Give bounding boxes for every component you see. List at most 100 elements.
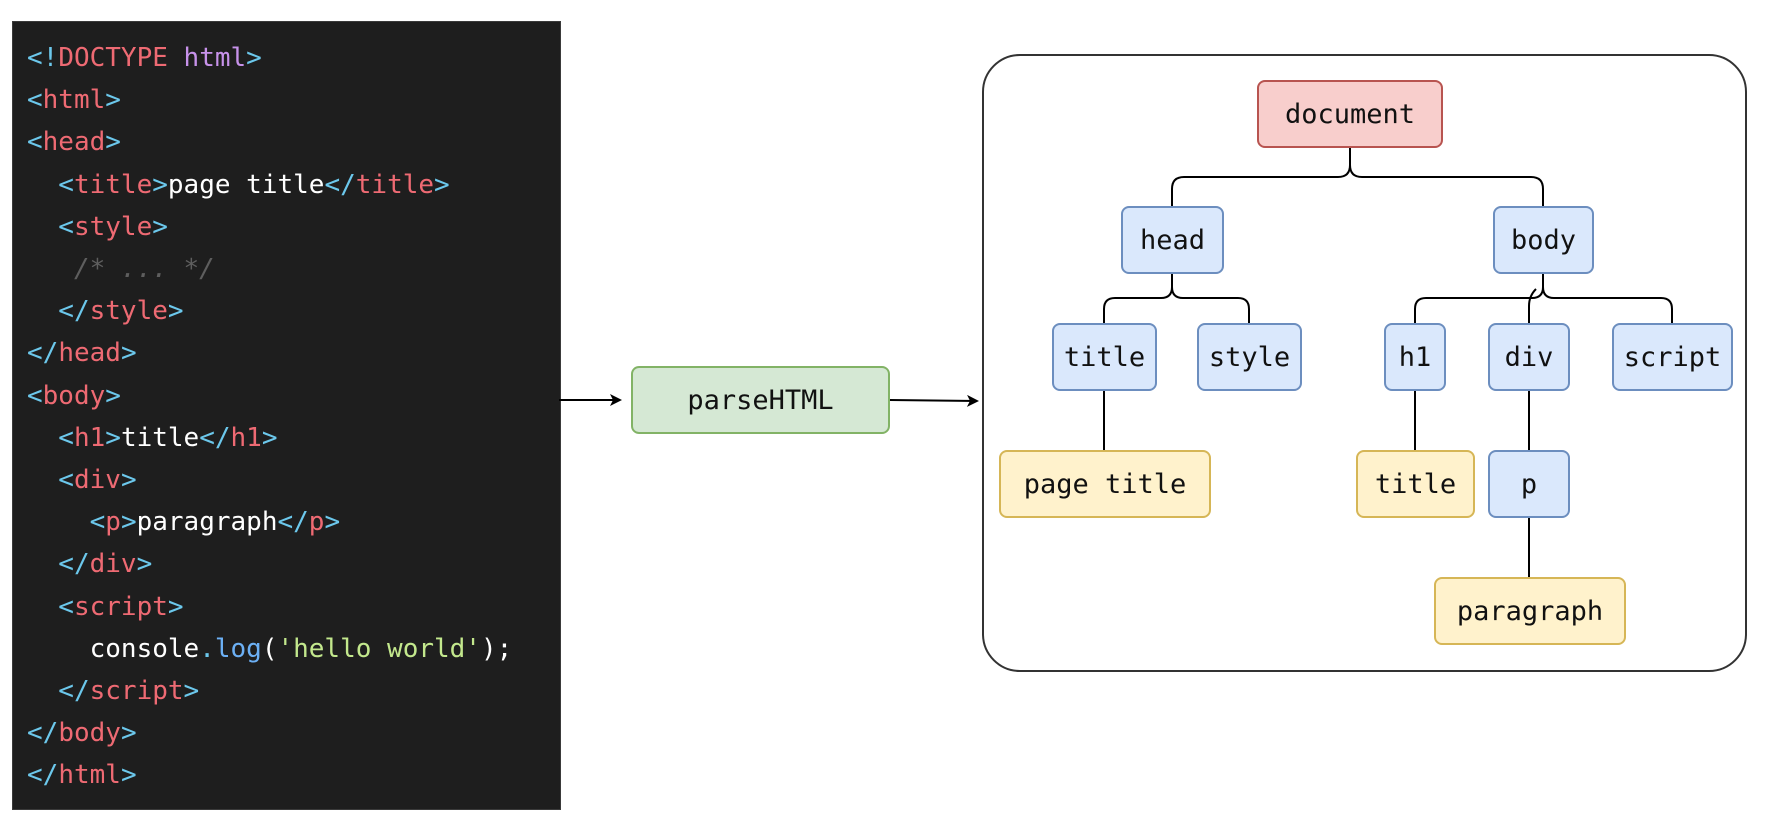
code-line: </script>: [27, 670, 199, 712]
code-token: 'hello world': [277, 633, 481, 664]
code-token: >: [324, 507, 341, 538]
code-token: </: [27, 718, 59, 749]
code-token: >: [246, 43, 262, 73]
dom-tree-container: [982, 54, 1747, 672]
edge-head-children: [1103, 274, 1250, 323]
code-token: paragraph: [136, 507, 278, 538]
code-token: >: [136, 549, 153, 580]
code-token: </: [27, 760, 59, 791]
code-token: >: [120, 760, 137, 791]
code-token: h1: [230, 422, 262, 453]
code-line: <script>: [27, 586, 184, 628]
code-line: <body>: [27, 375, 121, 417]
code-token: body: [42, 380, 106, 411]
code-token: >: [183, 676, 200, 706]
code-token: >: [261, 422, 278, 453]
code-token: page title: [167, 169, 325, 200]
code-token: >: [105, 422, 121, 453]
code-line: <div>: [27, 459, 137, 501]
node-h1-title-text: title: [1356, 450, 1475, 518]
code-token: >: [120, 507, 137, 538]
code-token: <: [27, 380, 43, 411]
code-token: <: [27, 211, 74, 242]
code-token: <: [27, 465, 74, 495]
code-token: <: [27, 507, 106, 538]
code-panel: <!DOCTYPE html><html><head> <title>page …: [12, 21, 561, 810]
code-line: <style>: [27, 206, 168, 248]
code-token: <: [27, 591, 74, 622]
node-style: style: [1197, 323, 1302, 391]
node-paragraph-text: paragraph: [1434, 577, 1626, 645]
node-div: div: [1488, 323, 1570, 391]
code-token: style: [73, 211, 153, 242]
code-token: >: [105, 127, 121, 158]
code-token: head: [42, 127, 106, 158]
code-token: <: [27, 422, 74, 453]
code-line: </html>: [27, 754, 137, 796]
code-line: <html>: [27, 79, 121, 121]
code-line: </head>: [27, 332, 137, 374]
code-token: body: [58, 718, 121, 749]
code-token: >: [105, 85, 121, 116]
node-document: document: [1257, 80, 1443, 148]
code-token: >: [120, 338, 137, 369]
code-token: title: [120, 422, 200, 453]
arrow-parse-to-tree: [889, 394, 979, 407]
code-line: /* ... */: [27, 248, 215, 290]
code-token: .: [199, 633, 215, 664]
code-token: (: [261, 633, 278, 664]
code-line: <head>: [27, 121, 121, 163]
code-token: style: [89, 296, 168, 327]
code-token: title: [73, 169, 153, 200]
code-token: html: [58, 760, 121, 791]
code-token: html: [42, 85, 106, 116]
code-token: p: [105, 507, 121, 538]
code-token: div: [89, 549, 137, 580]
code-token: </: [199, 422, 231, 453]
code-token: </: [27, 549, 90, 580]
code-token: html: [183, 43, 247, 73]
node-body: body: [1493, 206, 1594, 274]
code-line: </div>: [27, 543, 152, 585]
node-h1: h1: [1384, 323, 1446, 391]
node-page-title-text: page title: [999, 450, 1211, 518]
code-token: </: [27, 676, 90, 706]
code-line: <h1>title</h1>: [27, 417, 278, 459]
code-token: DOCTYPE: [58, 43, 168, 73]
code-token: /* ... */: [27, 254, 215, 284]
code-line: </body>: [27, 712, 137, 754]
code-line: <title>page title</title>: [27, 164, 450, 206]
code-token: >: [152, 169, 168, 200]
code-token: >: [152, 211, 168, 242]
code-token: );: [480, 633, 513, 664]
node-script: script: [1612, 323, 1733, 391]
code-token: <: [27, 127, 43, 158]
code-token: <: [27, 85, 43, 116]
code-token: <!: [27, 43, 59, 73]
code-token: p: [308, 507, 325, 538]
code-line: <!DOCTYPE html>: [27, 37, 262, 79]
parse-html-process: parseHTML: [631, 366, 890, 434]
code-token: </: [27, 296, 90, 327]
code-token: script: [89, 676, 184, 706]
code-token: h1: [73, 422, 106, 453]
code-line: </style>: [27, 290, 184, 332]
code-token: >: [434, 169, 450, 200]
code-token: log: [214, 633, 262, 664]
code-token: div: [73, 465, 121, 495]
code-token: >: [167, 591, 184, 622]
code-line: console.log('hello world');: [27, 628, 513, 670]
code-token: >: [167, 296, 184, 327]
code-token: >: [120, 465, 137, 495]
code-token: console: [27, 633, 200, 664]
code-token: script: [73, 591, 168, 622]
code-token: >: [120, 718, 137, 749]
code-token: head: [58, 338, 121, 369]
edge-body-children: [1414, 274, 1673, 323]
code-token: </: [324, 169, 356, 200]
code-token: <: [27, 169, 74, 200]
node-p: p: [1488, 450, 1570, 518]
code-token: </: [27, 338, 59, 369]
node-title: title: [1052, 323, 1157, 391]
